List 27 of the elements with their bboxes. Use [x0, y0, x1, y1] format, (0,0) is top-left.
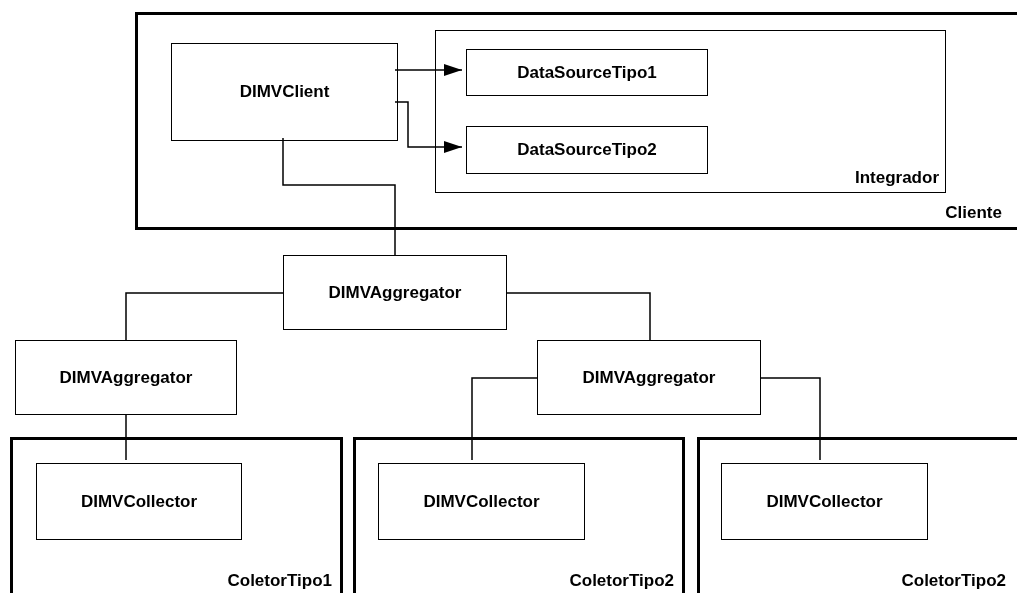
connector-line: [471, 377, 538, 461]
container-box: [435, 30, 946, 193]
connector-line: [125, 414, 127, 461]
group-frame: [353, 437, 685, 593]
group-frame: [10, 437, 343, 593]
group-frame: [135, 12, 1017, 230]
component-box: DIMVAggregator: [537, 340, 761, 415]
connector-line: [282, 137, 396, 256]
arrow: [394, 64, 463, 76]
group-label: ColetorTipo2: [901, 570, 1006, 592]
component-box: DIMVCollector: [36, 463, 242, 540]
component-box: DIMVCollector: [721, 463, 928, 540]
group-label: Cliente: [945, 201, 1002, 224]
group-frame: [697, 437, 1017, 593]
component-box: DIMVAggregator: [283, 255, 507, 330]
group-label: ColetorTipo2: [569, 570, 674, 592]
component-box: DIMVAggregator: [15, 340, 237, 415]
connector-line: [760, 377, 821, 461]
group-label: ColetorTipo1: [227, 570, 332, 592]
component-box: DataSourceTipo2: [466, 126, 708, 174]
component-box: DIMVCollector: [378, 463, 585, 540]
group-label: Integrador: [854, 166, 939, 189]
connector-line: [125, 292, 284, 341]
component-box: DIMVClient: [171, 43, 398, 141]
component-box: DataSourceTipo1: [466, 49, 708, 96]
connector-line: [506, 292, 651, 341]
arrow: [394, 101, 463, 153]
